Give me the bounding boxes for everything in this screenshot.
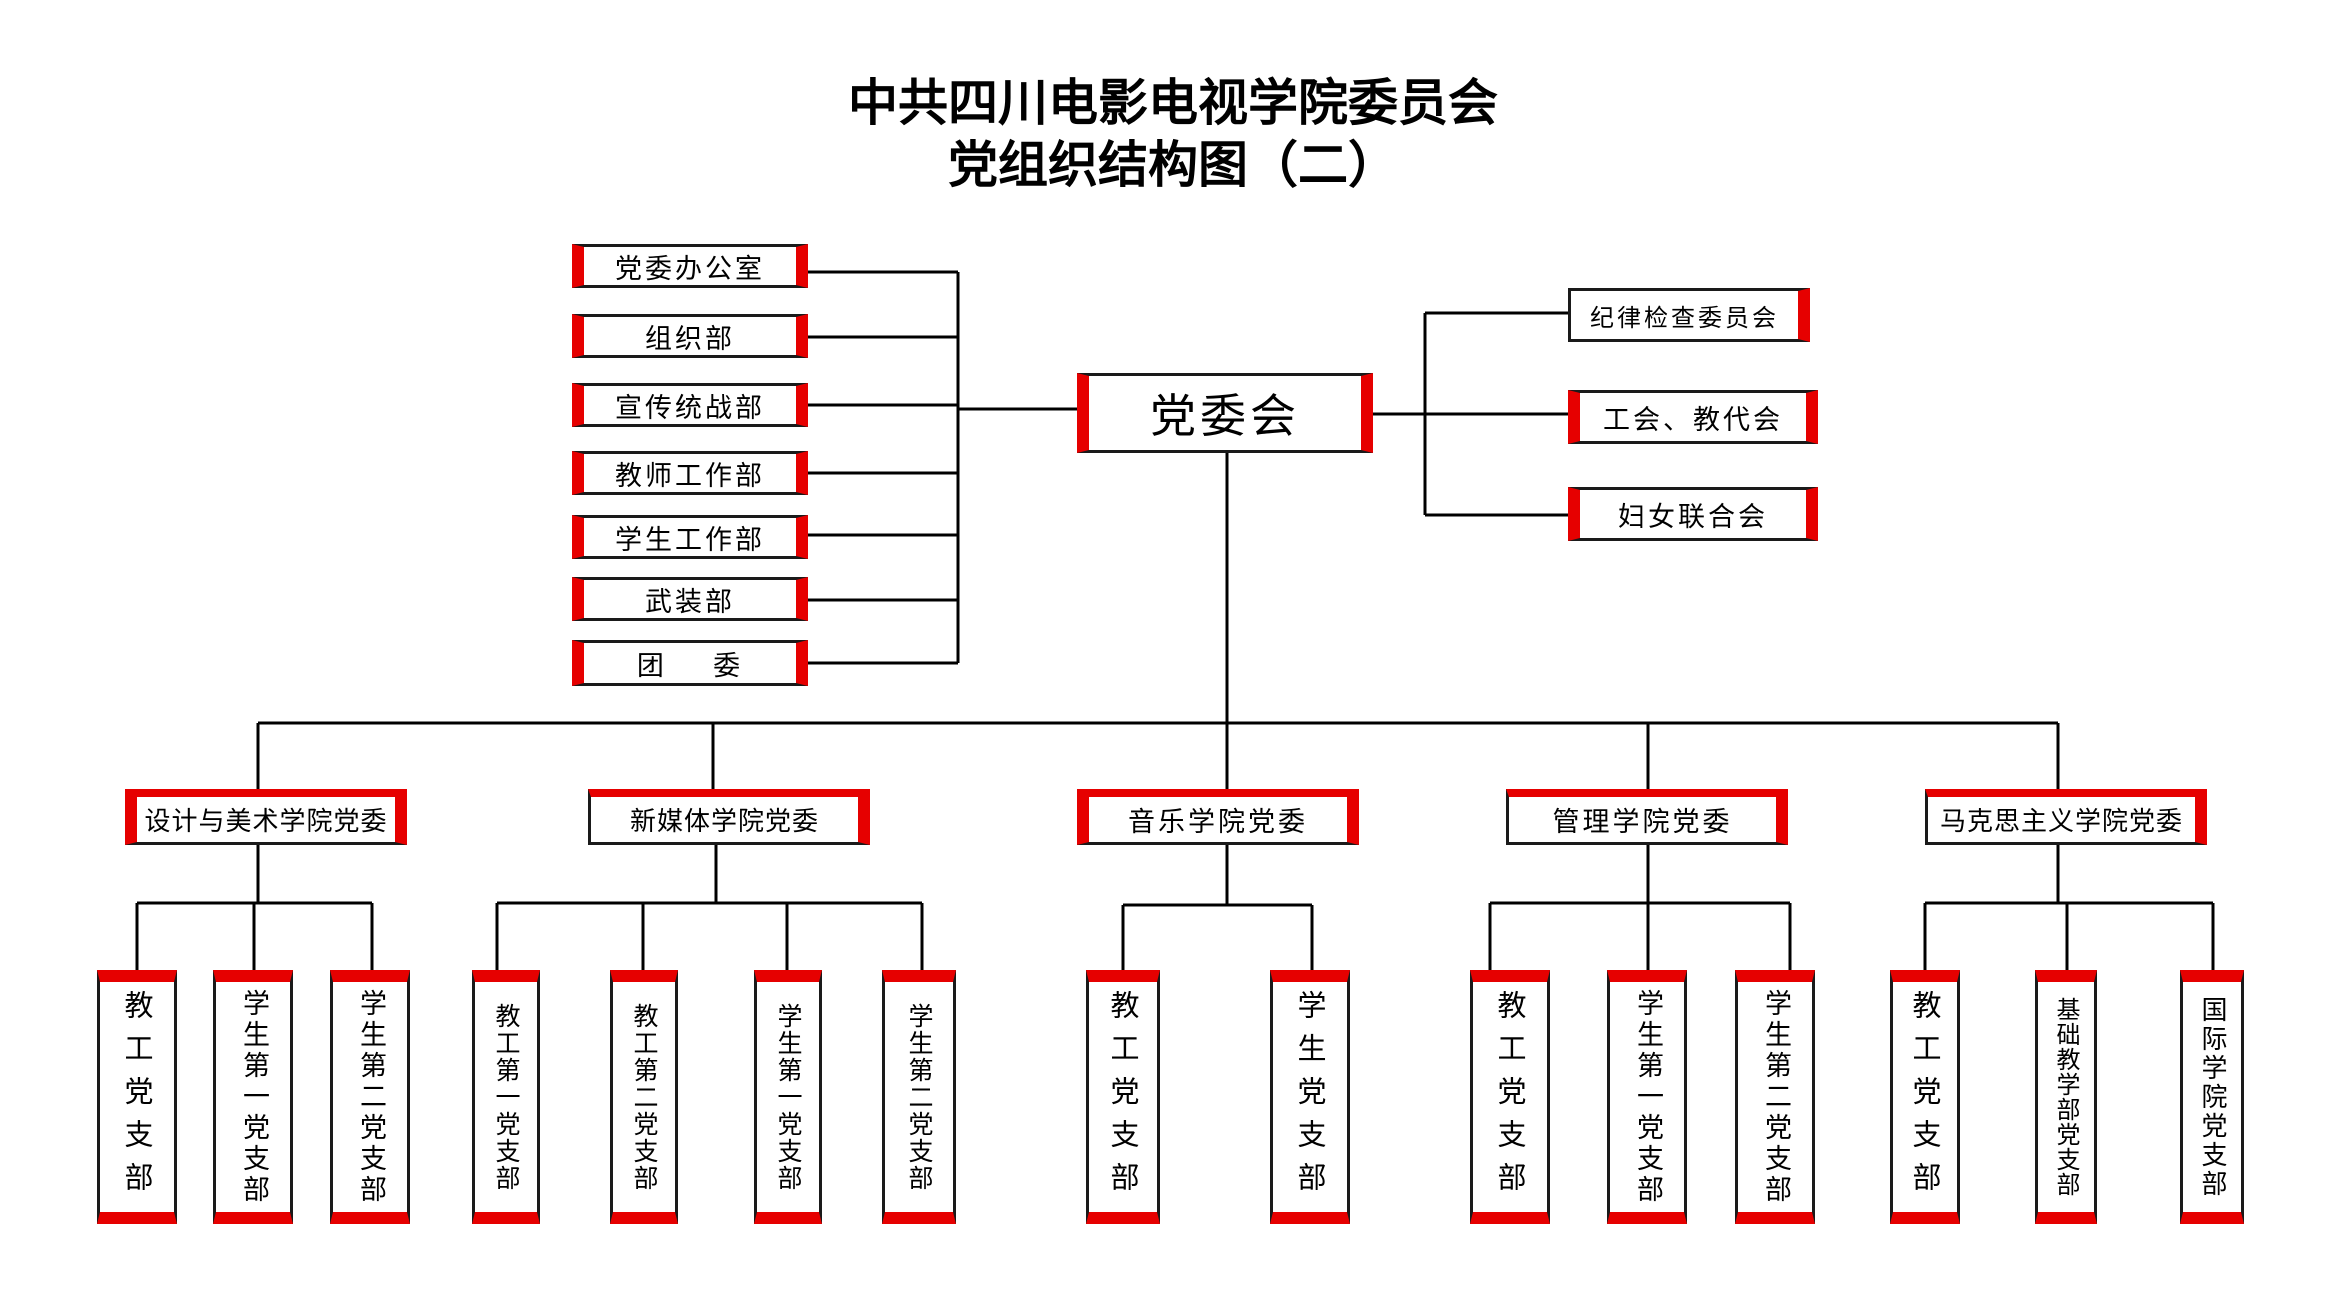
college-marxism: 马克思主义学院党委	[1925, 789, 2207, 845]
org-women-federation: 妇女联合会	[1568, 487, 1818, 541]
branch-media-faculty-1: 教工第一党支部	[472, 970, 540, 1224]
branch-marx-faculty: 教工党支部	[1890, 970, 1960, 1224]
college-design-art: 设计与美术学院党委	[125, 789, 407, 845]
org-discipline-commission: 纪律检查委员会	[1568, 288, 1810, 342]
college-new-media: 新媒体学院党委	[588, 789, 870, 845]
dept-party-office: 党委办公室	[572, 244, 808, 288]
branch-media-faculty-2: 教工第二党支部	[610, 970, 678, 1224]
branch-design-student-1: 学生第一党支部	[213, 970, 293, 1224]
branch-music-student: 学生党支部	[1270, 970, 1350, 1224]
dept-teacher-affairs: 教师工作部	[572, 451, 808, 495]
chart-title: 中共四川电影电视学院委员会 党组织结构图（二）	[0, 72, 2346, 196]
dept-student-affairs: 学生工作部	[572, 515, 808, 559]
branch-mgmt-student-2: 学生第二党支部	[1735, 970, 1815, 1224]
party-committee: 党委会	[1077, 373, 1373, 453]
branch-media-student-1: 学生第一党支部	[754, 970, 822, 1224]
branch-music-faculty: 教工党支部	[1086, 970, 1160, 1224]
dept-publicity: 宣传统战部	[572, 383, 808, 427]
dept-armed-forces: 武装部	[572, 577, 808, 621]
title-line-1: 中共四川电影电视学院委员会	[848, 74, 1498, 132]
dept-youth-league: 团 委	[572, 640, 808, 686]
branch-marx-basic-teaching: 基础教学部党支部	[2035, 970, 2097, 1224]
branch-mgmt-faculty: 教工党支部	[1470, 970, 1550, 1224]
title-line-2: 党组织结构图（二）	[948, 136, 1398, 194]
college-music: 音乐学院党委	[1077, 789, 1359, 845]
branch-marx-international: 国际学院党支部	[2180, 970, 2244, 1224]
branch-design-faculty: 教工党支部	[97, 970, 177, 1224]
dept-organization: 组织部	[572, 314, 808, 358]
org-union: 工会、教代会	[1568, 390, 1818, 444]
branch-media-student-2: 学生第二党支部	[882, 970, 956, 1224]
college-management: 管理学院党委	[1506, 789, 1788, 845]
branch-design-student-2: 学生第二党支部	[330, 970, 410, 1224]
branch-mgmt-student-1: 学生第一党支部	[1607, 970, 1687, 1224]
